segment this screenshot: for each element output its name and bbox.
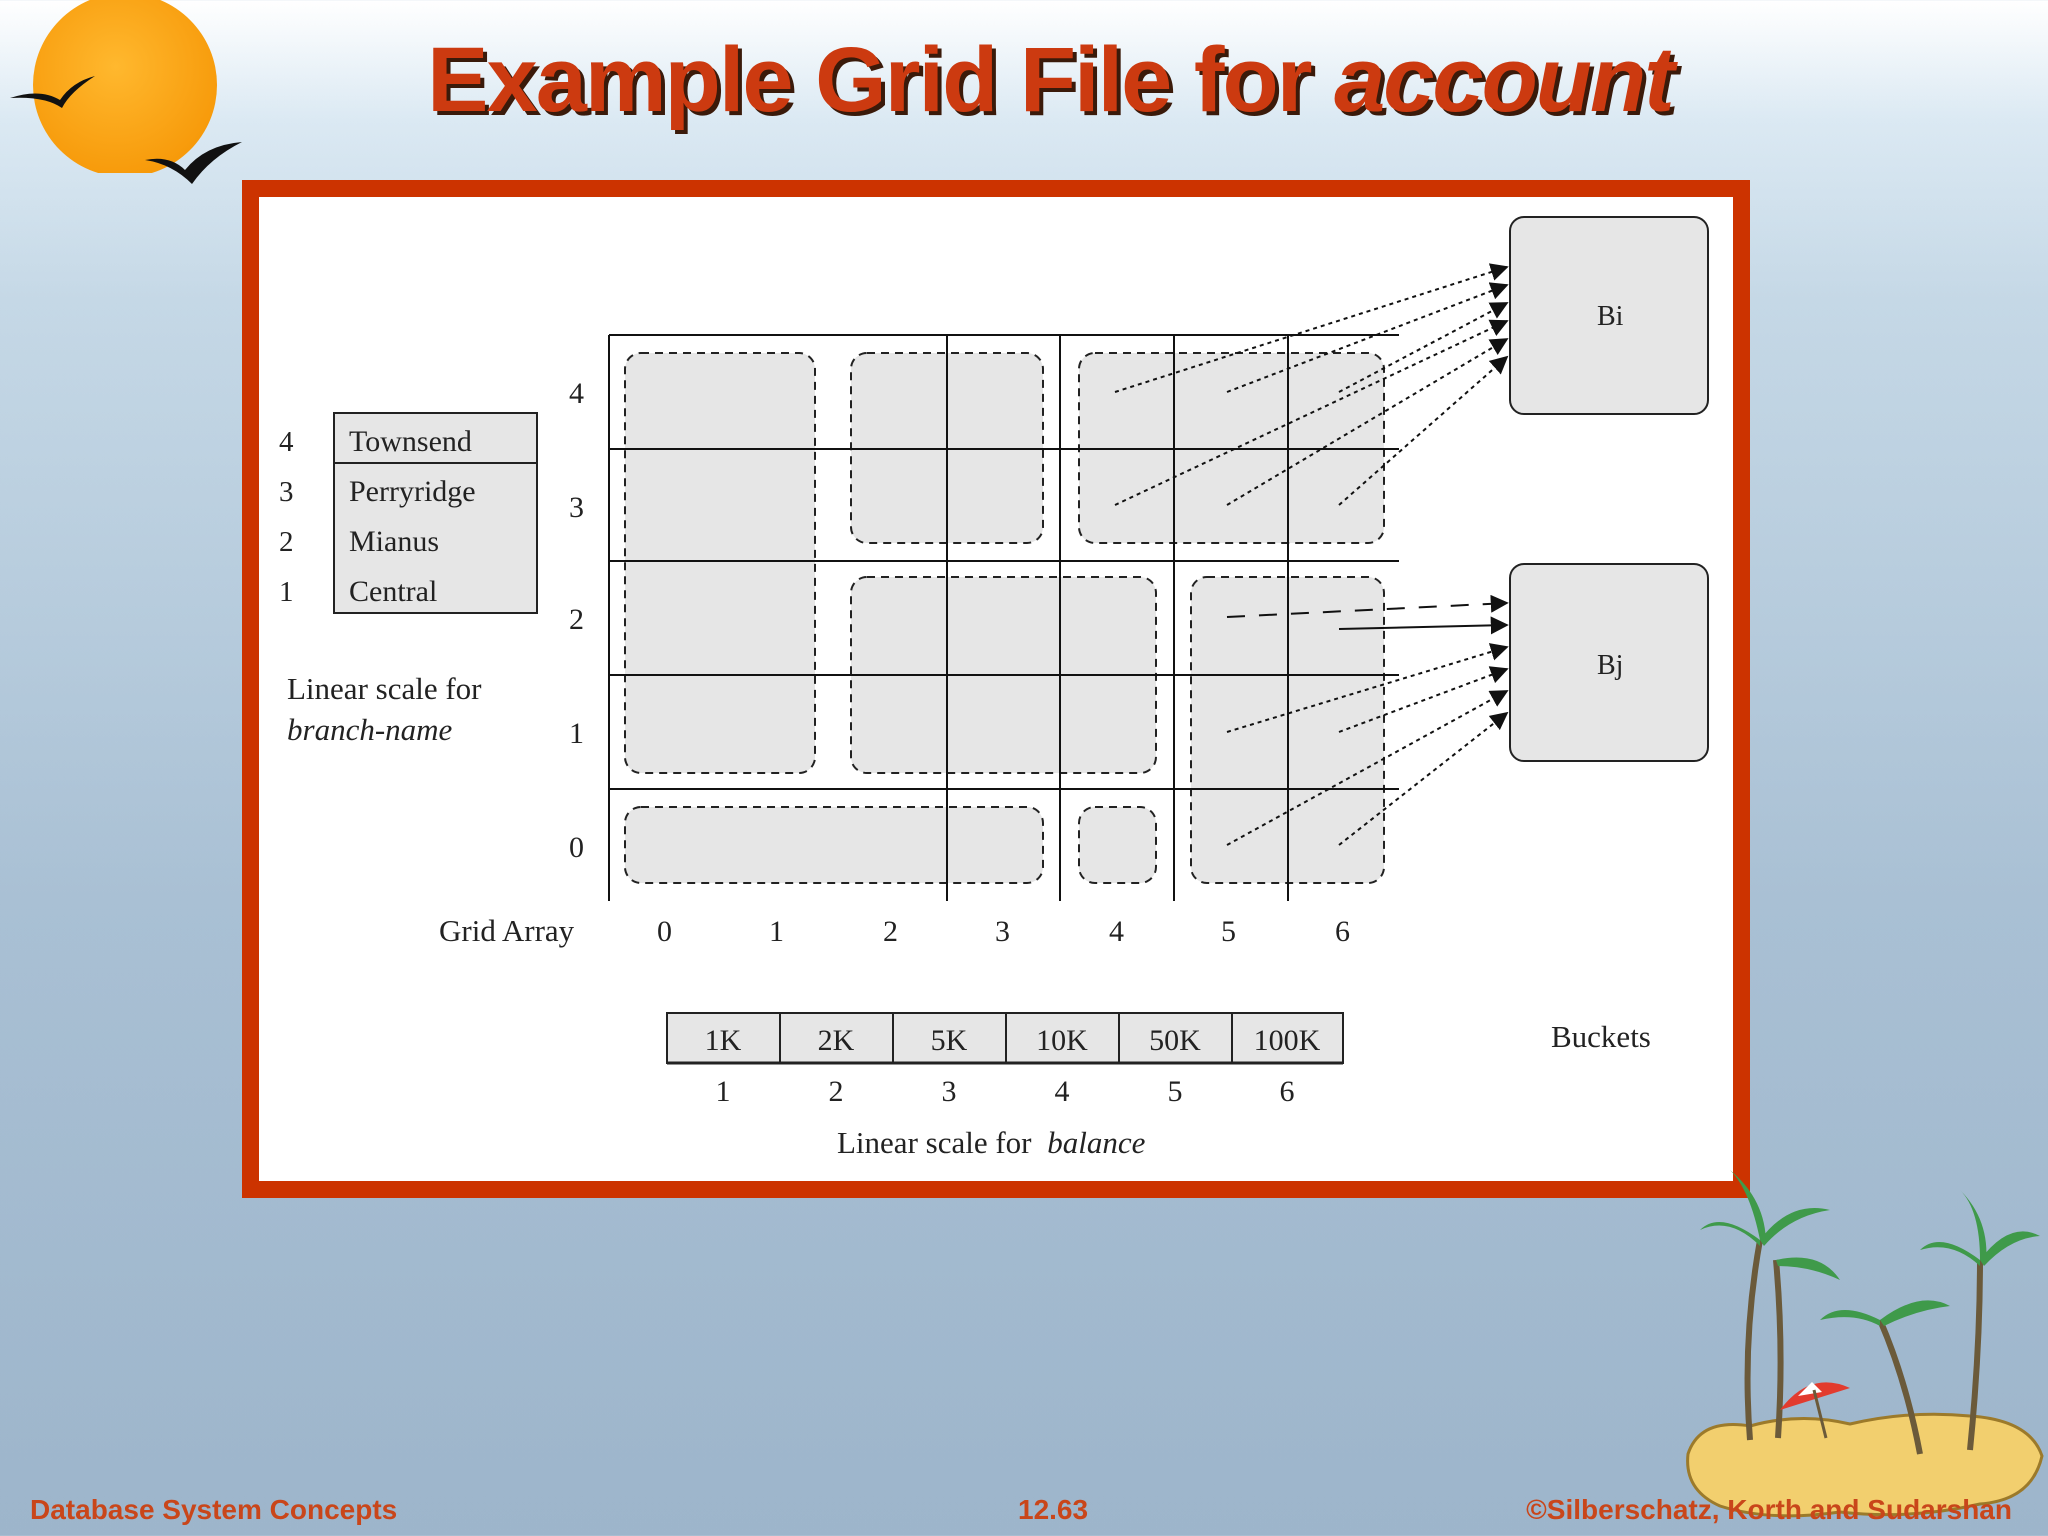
branch-num: 3 [279, 476, 294, 508]
grid-col-labels: 0 1 2 3 4 5 6 [657, 915, 1350, 948]
grid-lines [608, 334, 1399, 901]
grid-row-label: 0 [569, 831, 584, 864]
branch-num: 4 [279, 426, 294, 458]
balance-values: 1K 2K 5K 10K 50K 100K [705, 1024, 1321, 1057]
sun-icon [33, 0, 217, 173]
birds-icon [10, 76, 242, 184]
balance-value: 2K [818, 1024, 855, 1057]
grid-region [1078, 806, 1157, 884]
balance-value: 50K [1149, 1024, 1201, 1057]
grid-col-label: 4 [1109, 915, 1124, 948]
balance-index: 2 [829, 1075, 844, 1108]
arrows-to-bi [1114, 263, 1509, 506]
balance-value: 1K [705, 1024, 742, 1057]
bucket-bi-label: Bi [1597, 301, 1624, 332]
balance-scale-dividers [779, 1013, 1233, 1063]
branch-scale-box [333, 412, 538, 614]
balance-index: 3 [942, 1075, 957, 1108]
branch-scale-label-italic: branch-name [287, 712, 453, 747]
branch-scale-label: Linear scale for [287, 671, 482, 706]
balance-label-italic: balance [1047, 1125, 1145, 1160]
grid-col-label: 0 [657, 915, 672, 948]
title-italic: account [1334, 29, 1675, 131]
balance-index: 4 [1055, 1075, 1070, 1108]
branch-num: 1 [279, 576, 294, 608]
umbrella-icon [1780, 1382, 1850, 1439]
grid-row-label: 4 [569, 377, 584, 410]
footer-right: ©Silberschatz, Korth and Sudarshan [1526, 1494, 2012, 1525]
balance-value: 100K [1254, 1024, 1321, 1057]
balance-label-prefix: Linear scale for [837, 1125, 1032, 1160]
footer-left: Database System Concepts [30, 1494, 398, 1525]
grid-row-label: 2 [569, 603, 584, 636]
buckets-label: Buckets [1551, 1019, 1651, 1054]
grid-array-label: Grid Array [439, 913, 575, 948]
balance-indices: 1 2 3 4 5 6 [716, 1075, 1295, 1108]
grid-col-label: 1 [769, 915, 784, 948]
title-main: Example Grid File for [427, 29, 1312, 131]
balance-index: 1 [716, 1075, 731, 1108]
grid-row-label: 3 [569, 491, 584, 524]
balance-value: 5K [931, 1024, 968, 1057]
grid-col-label: 5 [1221, 915, 1236, 948]
branch-num: 2 [279, 526, 294, 558]
bucket-bi [1509, 216, 1709, 415]
grid-col-label: 3 [995, 915, 1010, 948]
diagram-canvas: 4 Townsend 3 Perryridge 2 Mianus 1 Centr… [259, 197, 1733, 1181]
grid-col-label: 6 [1335, 915, 1350, 948]
branch-name: Mianus [349, 525, 439, 558]
grid-region [624, 806, 1044, 884]
balance-value: 10K [1036, 1024, 1088, 1057]
grid-col-label: 2 [883, 915, 898, 948]
balance-scale-label: Linear scale for balance [837, 1125, 1146, 1160]
bucket-bj [1509, 563, 1709, 762]
branch-name: Townsend [349, 425, 472, 458]
footer-page-number: 12.63 [1018, 1494, 1089, 1525]
branch-name: Central [349, 575, 437, 608]
branch-scale-rows: 4 Townsend 3 Perryridge 2 Mianus 1 Centr… [279, 425, 476, 608]
palm-island-icon [1686, 1170, 2044, 1518]
grid-file-diagram: 4 Townsend 3 Perryridge 2 Mianus 1 Centr… [279, 216, 1709, 1160]
slide-title: Example Grid File for account [0, 28, 2048, 133]
branch-name: Perryridge [349, 475, 476, 508]
diagram-frame: 4 Townsend 3 Perryridge 2 Mianus 1 Centr… [242, 180, 1750, 1198]
arrows-to-bj [1226, 594, 1509, 846]
grid-row-labels: 4 3 2 1 0 [569, 377, 584, 864]
grid-row-label: 1 [569, 717, 584, 750]
balance-index: 6 [1280, 1075, 1295, 1108]
balance-index: 5 [1168, 1075, 1183, 1108]
grid-region [624, 352, 816, 774]
bucket-bj-label: Bj [1597, 650, 1623, 681]
